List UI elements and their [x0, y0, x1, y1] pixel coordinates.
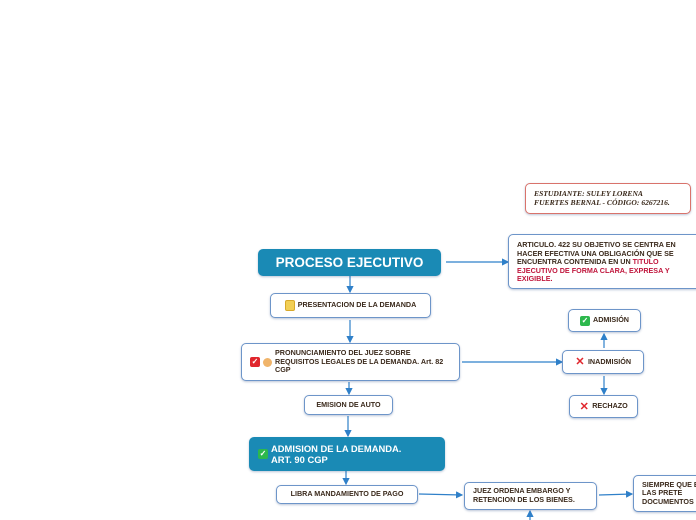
presentacion-label: PRESENTACION DE LA DEMANDA: [297, 300, 417, 310]
emision-auto-node[interactable]: EMISION DE AUTO: [304, 395, 393, 415]
admision-demanda-line2: ART. 90 CGP: [271, 454, 328, 465]
admision-outcome-node[interactable]: ✓ ADMISIÓN: [568, 309, 641, 332]
articulo-text: ARTICULO. 422 SU OBJETIVO SE CENTRA EN H…: [517, 240, 676, 267]
embargo-node[interactable]: JUEZ ORDENA EMBARGO Y RETENCION DE LOS B…: [464, 482, 597, 510]
green-check-icon: ✓: [258, 449, 268, 459]
green-check-icon: ✓: [580, 315, 591, 326]
admision-demanda-line1: ADMISION DE LA DEMANDA.: [271, 443, 402, 454]
student-name-line: ESTUDIANTE: SULEY LORENA: [534, 189, 643, 198]
libra-mandamiento-node[interactable]: LIBRA MANDAMIENTO DE PAGO: [276, 485, 418, 504]
libra-label: LIBRA MANDAMIENTO DE PAGO: [290, 489, 404, 499]
admision-outcome-label: ADMISIÓN: [593, 315, 629, 325]
student-info-box[interactable]: ESTUDIANTE: SULEY LORENA FUERTES BERNAL …: [525, 183, 691, 214]
articulo-422-node[interactable]: ARTICULO. 422 SU OBJETIVO SE CENTRA EN H…: [508, 234, 696, 289]
emision-label: EMISION DE AUTO: [316, 399, 381, 409]
rechazo-outcome-label: RECHAZO: [592, 401, 628, 411]
red-cross-icon: ✕: [579, 400, 589, 413]
edge-libra-to-embargo: [418, 491, 464, 499]
root-node-proceso-ejecutivo[interactable]: PROCESO EJECUTIVO: [258, 249, 441, 276]
inadmision-outcome-node[interactable]: ✕ INADMISIÓN: [562, 350, 644, 374]
red-check-icon: ✓: [250, 357, 260, 367]
siempre-label: SIEMPRE QUE EN LAS PRETE DOCUMENTOS: [642, 479, 696, 506]
rechazo-outcome-node[interactable]: ✕ RECHAZO: [569, 395, 638, 418]
siempre-que-node[interactable]: SIEMPRE QUE EN LAS PRETE DOCUMENTOS: [633, 475, 696, 512]
red-cross-icon: ✕: [575, 356, 585, 368]
root-label: PROCESO EJECUTIVO: [275, 254, 424, 270]
presentacion-demanda-node[interactable]: PRESENTACION DE LA DEMANDA: [270, 293, 431, 318]
inadmision-outcome-label: INADMISIÓN: [587, 356, 632, 366]
pronunciamiento-node[interactable]: ✓ PRONUNCIAMIENTO DEL JUEZ SOBRE REQUISI…: [241, 343, 460, 381]
edge-embargo-to-siempre: [598, 490, 634, 498]
articulo-highlight: TITULO EJECUTIVO DE FORMA CLARA, EXPRESA…: [517, 257, 670, 284]
student-code-line: FUERTES BERNAL - CÓDIGO: 6267216.: [534, 198, 670, 208]
folder-icon: [284, 300, 295, 311]
person-icon: [263, 357, 272, 367]
admision-demanda-node[interactable]: ✓ ADMISION DE LA DEMANDA. ART. 90 CGP: [249, 437, 445, 471]
embargo-label: JUEZ ORDENA EMBARGO Y RETENCION DE LOS B…: [473, 486, 575, 504]
pronunciamiento-label: PRONUNCIAMIENTO DEL JUEZ SOBRE REQUISITO…: [275, 348, 444, 375]
